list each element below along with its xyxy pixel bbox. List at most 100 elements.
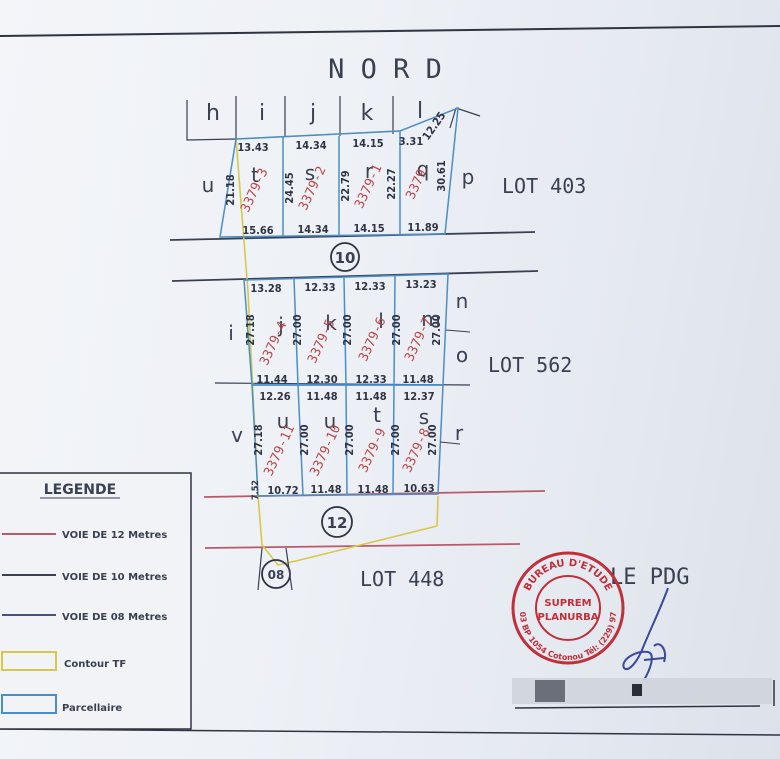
r3-side-dim: 27.00 (298, 424, 311, 455)
top-neighbor-strip (186, 96, 481, 141)
r3-bottom-dim: 11.48 (310, 483, 341, 496)
r3-bottom-dim: 10.72 (267, 484, 298, 497)
r2-letter-o: o (456, 343, 468, 367)
legend-item-contour: Contour TF (64, 659, 126, 670)
frame-bottom-line (0, 728, 780, 736)
r3-top-dim: 12.26 (259, 390, 290, 403)
r2-bottom-dim: 12.33 (355, 373, 386, 386)
side-ticks (439, 329, 471, 445)
r1-bottom-dim: 14.15 (353, 222, 384, 235)
legend-swatch-contour (1, 651, 57, 671)
r2-letter-k: k (325, 311, 337, 335)
r2-bottom-dim: 12.30 (306, 373, 337, 386)
r3-side-dim: 27.00 (343, 424, 356, 455)
r3-bottom-dim: 11.48 (357, 483, 388, 496)
top-letter-i: i (259, 101, 265, 126)
legend-box: LEGENDE VOIE DE 12 Metres VOIE DE 10 Met… (0, 472, 192, 730)
r2-bottom-dim: 11.44 (256, 373, 287, 386)
r2-top-dim: 13.23 (405, 278, 436, 291)
legend-item-parcellaire: Parcellaire (62, 703, 122, 714)
legend-title: LEGENDE (44, 482, 116, 498)
r2-letter-l: l (378, 309, 384, 333)
r3-letter-t: t (373, 403, 381, 427)
parcel-id: 3379 (403, 167, 430, 202)
top-letter-j: j (309, 101, 316, 126)
r3-side-dim: 27.00 (389, 424, 402, 455)
r1-corner-dim: 12.25 (420, 109, 449, 142)
r1-side-dim: 21.18 (224, 174, 237, 205)
parcel-id: 3379-4 (257, 319, 291, 368)
road-10-label: 10 (335, 249, 356, 267)
parcel-id: 3379-1 (352, 162, 385, 211)
r3-letter-r: r (455, 421, 464, 445)
legend-swatch-parcellaire (1, 694, 57, 714)
r1-side-dim: 24.45 (283, 172, 296, 203)
parcels-row-3 (251, 384, 444, 497)
handwritten-signature (622, 587, 669, 681)
frame-top-line (0, 25, 780, 37)
r1-side-dim: 22.79 (339, 170, 352, 201)
r3-letter-u: u (324, 409, 337, 433)
parcel-id: 3379-6 (356, 315, 389, 364)
r1-top-dim: 14.15 (352, 137, 383, 150)
road-10-marker (330, 242, 360, 272)
company-stamp: BUREAU D'ETUDE 03 BP 1054 Cotonou Tél: (… (511, 551, 625, 665)
r1-top-dim: 13.43 (237, 141, 268, 154)
r2-top-dim: 13.28 (250, 282, 281, 295)
r1-letter-r: r (365, 159, 374, 183)
road-12-marker (321, 506, 353, 538)
parcel-id: 3379-10 (307, 423, 344, 479)
r1-top-dim: 3.31 (399, 135, 424, 148)
contour-tf (235, 138, 439, 566)
stamp-line-1: SUPREM (544, 598, 591, 609)
r1-bottom-dim: 14.34 (297, 223, 328, 236)
r2-letter-j: j (277, 313, 284, 337)
lot-448-label: LOT 448 (360, 567, 444, 591)
r2-letter-n: n (456, 289, 469, 313)
lot-403-label: LOT 403 (502, 174, 586, 198)
road-08-line (257, 547, 263, 591)
parcel-id: 3379-5 (305, 317, 338, 366)
lot-562-label: LOT 562 (488, 353, 572, 377)
r3-corner-dim: 7.52 (251, 480, 261, 500)
r1-bottom-dim: 11.89 (407, 221, 438, 234)
legend-item-road12: VOIE DE 12 Metres (62, 530, 167, 541)
r3-top-dim: 12.37 (403, 390, 434, 403)
road-12-label: 12 (327, 514, 348, 532)
top-letter-h: h (206, 101, 220, 126)
legend-item-road10: VOIE DE 10 Metres (62, 572, 167, 583)
r1-letter-t: t (251, 163, 259, 187)
top-letter-l: l (417, 99, 423, 124)
r1-letter-p: p (462, 165, 475, 189)
r3-top-dim: 11.48 (306, 390, 337, 403)
r1-side-dim: 30.61 (435, 160, 448, 191)
road-08-label: 08 (268, 568, 285, 582)
parcel-id: 3379-2 (296, 164, 329, 213)
r1-top-dim: 14.34 (295, 139, 326, 152)
r3-side-dim: 27.00 (426, 424, 439, 455)
r3-letter-u: u (277, 409, 290, 433)
r2-side-dim: 27.00 (390, 314, 403, 345)
r3-letter-v: v (231, 423, 243, 447)
r1-letter-u: u (202, 173, 215, 197)
legend-item-road08: VOIE DE 08 Metres (62, 612, 167, 623)
r2-side-dim: 27.18 (244, 314, 257, 345)
r2-top-dim: 12.33 (354, 280, 385, 293)
r3-letter-s: s (419, 405, 429, 429)
signature-title: LE PDG (610, 565, 689, 590)
north-title: N O R D (328, 54, 442, 85)
r3-top-dim: 11.48 (355, 390, 386, 403)
r1-side-dim: 22.27 (385, 168, 398, 199)
r1-bottom-dim: 15.66 (242, 224, 273, 237)
top-letter-k: k (361, 101, 374, 126)
redacted-area (512, 678, 775, 709)
r2-letter-m: m (421, 307, 440, 331)
r1-letter-s: s (305, 161, 315, 185)
r2-side-dim: 27.00 (341, 314, 354, 345)
parcel-id: 3379-3 (238, 166, 271, 215)
r2-side-dim: 27.00 (291, 314, 304, 345)
stamp-line-2: PLANURBA (538, 612, 599, 623)
road-08-line (285, 547, 293, 591)
